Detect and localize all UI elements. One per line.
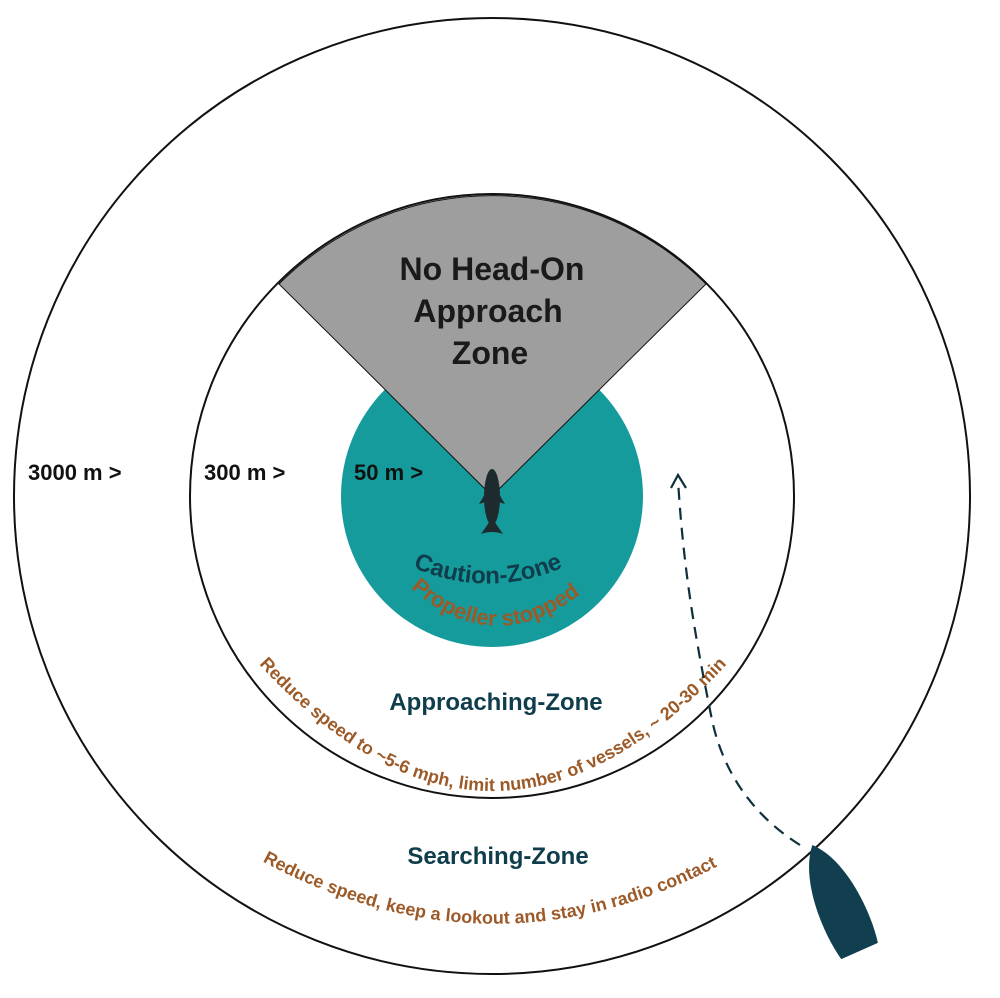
arrow-up-icon xyxy=(670,472,687,489)
searching-zone-title: Searching-Zone xyxy=(407,843,588,870)
boat-approach-path xyxy=(676,479,801,846)
distance-label-50: 50 m > xyxy=(354,460,423,485)
whale-icon xyxy=(479,469,505,534)
headon-zone-line1: No Head-On xyxy=(400,251,585,287)
distance-label-3000: 3000 m > xyxy=(28,460,122,485)
headon-zone-line2: Approach xyxy=(413,293,562,329)
headon-zone-line3: Zone xyxy=(452,335,528,371)
headon-approach-wedge xyxy=(278,195,707,497)
distance-label-300: 300 m > xyxy=(204,460,285,485)
approaching-zone-title: Approaching-Zone xyxy=(389,689,602,716)
boat-icon xyxy=(809,845,878,960)
